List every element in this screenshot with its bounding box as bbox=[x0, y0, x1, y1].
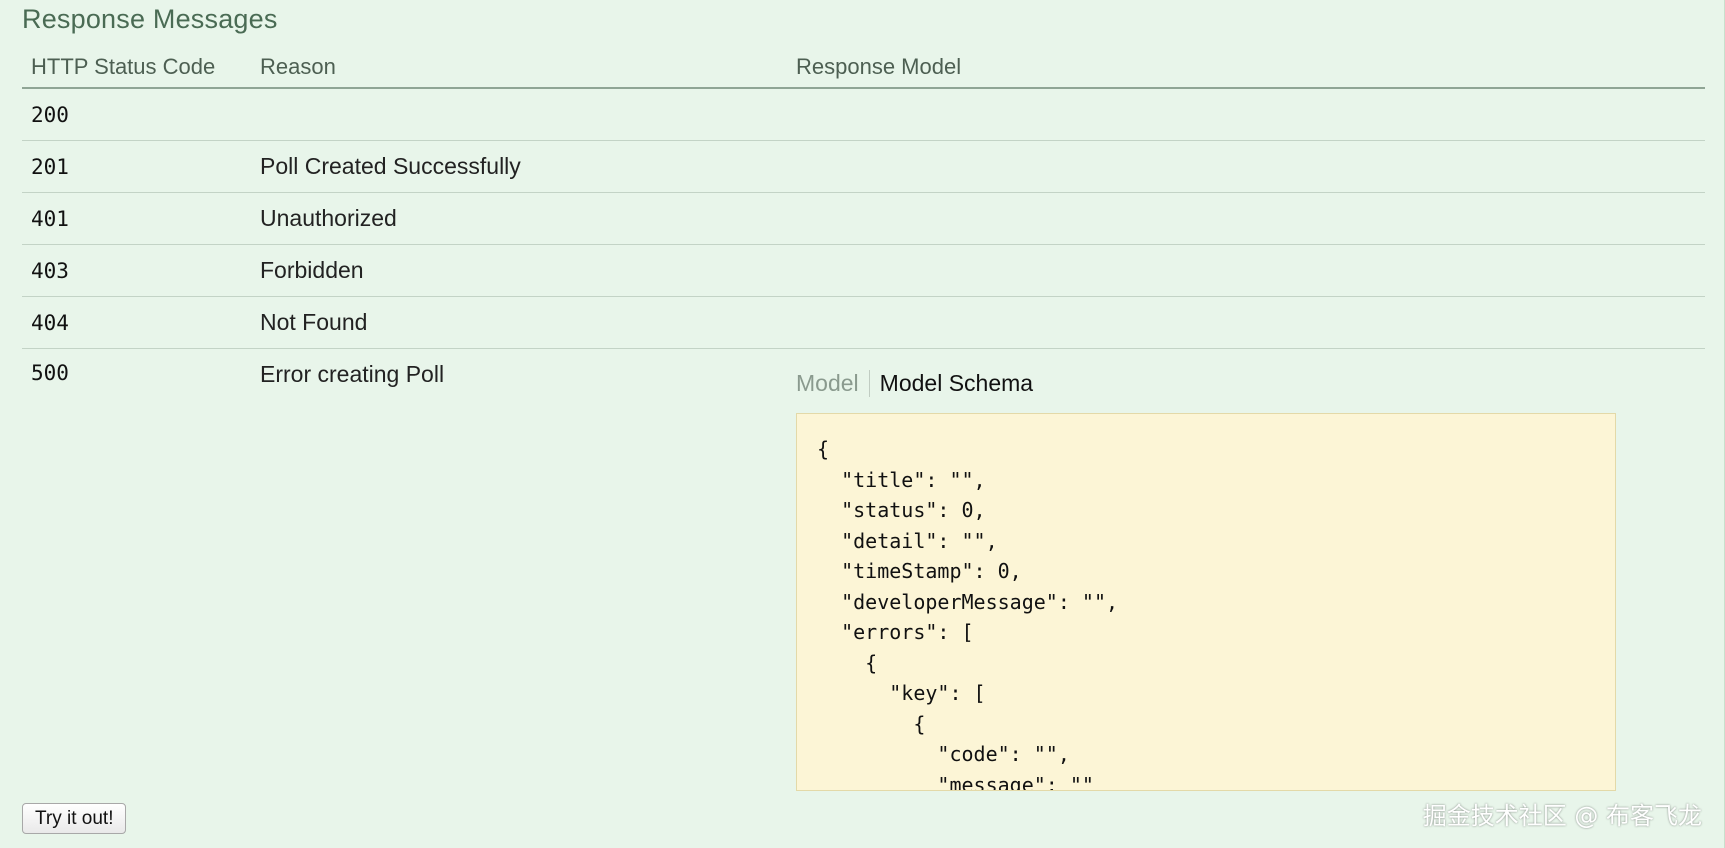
response-model bbox=[787, 244, 1705, 297]
section-title: Response Messages bbox=[22, 4, 278, 34]
try-it-out-button[interactable]: Try it out! bbox=[22, 803, 127, 834]
table-row: 401 Unauthorized bbox=[22, 192, 1705, 245]
header-response-model: Response Model bbox=[787, 46, 1705, 89]
model-schema-json: { "title": "", "status": 0, "detail": ""… bbox=[817, 437, 1119, 791]
tab-model[interactable]: Model bbox=[796, 369, 870, 397]
response-model bbox=[787, 140, 1705, 193]
reason: Unauthorized bbox=[251, 192, 787, 245]
table-row: 404 Not Found bbox=[22, 296, 1705, 349]
reason: Not Found bbox=[251, 296, 787, 349]
tab-model-schema[interactable]: Model Schema bbox=[879, 369, 1034, 396]
status-code: 403 bbox=[22, 244, 251, 297]
reason: Error creating Poll bbox=[260, 361, 445, 387]
response-model: Model Model Schema { "title": "", "statu… bbox=[787, 349, 1705, 791]
status-code: 200 bbox=[22, 88, 251, 141]
status-code: 404 bbox=[22, 296, 251, 349]
header-reason: Reason bbox=[251, 46, 787, 89]
table-row: 200 bbox=[22, 88, 1705, 141]
model-schema-box[interactable]: { "title": "", "status": 0, "detail": ""… bbox=[796, 413, 1616, 791]
table-row: 500 Error creating Poll Model Model Sche… bbox=[22, 349, 1705, 791]
reason bbox=[251, 88, 787, 141]
header-http-status-code: HTTP Status Code bbox=[22, 46, 251, 89]
status-code: 201 bbox=[22, 140, 251, 193]
watermark: 掘金技术社区 @ 布客飞龙 bbox=[1422, 802, 1702, 830]
table-row: 201 Poll Created Successfully bbox=[22, 140, 1705, 193]
response-model bbox=[787, 192, 1705, 245]
status-code: 401 bbox=[22, 192, 251, 245]
response-messages-table: HTTP Status Code Reason Response Model 2… bbox=[22, 46, 1705, 791]
reason: Poll Created Successfully bbox=[251, 140, 787, 193]
response-model bbox=[787, 88, 1705, 141]
status-code: 500 bbox=[31, 361, 69, 385]
reason: Forbidden bbox=[251, 244, 787, 297]
table-header-row: HTTP Status Code Reason Response Model bbox=[22, 46, 1705, 89]
model-signature-tabs: Model Model Schema bbox=[796, 365, 1705, 401]
table-row: 403 Forbidden bbox=[22, 244, 1705, 297]
response-model bbox=[787, 296, 1705, 349]
